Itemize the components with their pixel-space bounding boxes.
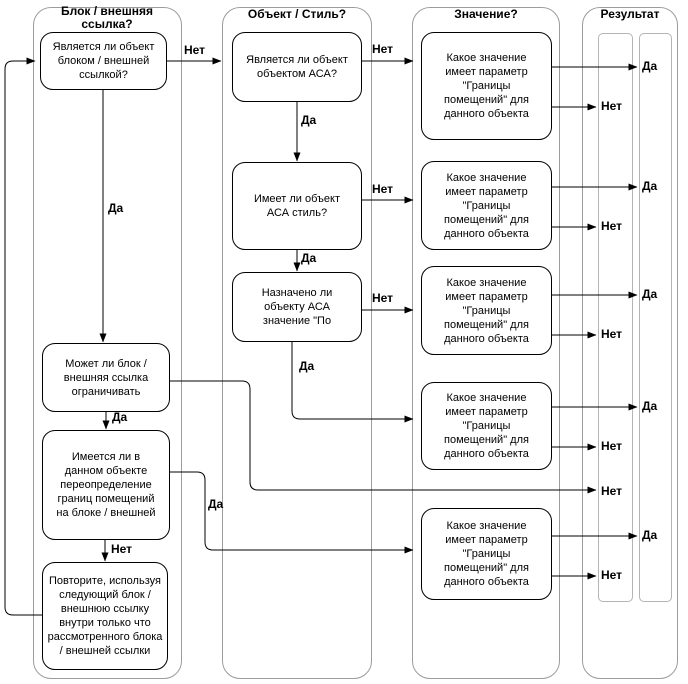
edge-b2-no-result: [170, 380, 597, 494]
result-label: Нет: [601, 484, 623, 498]
result-label: Нет: [601, 568, 623, 582]
decision-is-aca-object: Является ли объект объектом АСА?: [232, 32, 362, 102]
column-result: [582, 7, 678, 679]
edge-label-no: Нет: [372, 291, 394, 305]
value-check-5: Какое значение имеет параметр "Границы п…: [421, 508, 552, 600]
value-check-4: Какое значение имеет параметр "Границы п…: [421, 382, 552, 470]
column-header-value: Значение?: [454, 7, 518, 21]
column-header-object-style: Объект / Стиль?: [247, 7, 347, 21]
edge-b3-yes-bend: [170, 471, 414, 554]
decision-is-block-xref: Является ли объект блоком / внешней ссыл…: [40, 32, 167, 90]
column-value: [412, 7, 560, 679]
result-label: Да: [642, 399, 658, 413]
edge-label-yes: Да: [208, 497, 224, 511]
column-object-style: [222, 7, 372, 679]
edge-b7-yes-bend: [291, 342, 414, 423]
result-label: Да: [642, 179, 658, 193]
decision-value-by-default: Назначено ли объекту АСА значение "По: [232, 272, 362, 342]
column-header-block-xref: Блок / внешняя ссылка?: [61, 4, 153, 31]
result-lane-yes: [639, 33, 672, 602]
result-label: Нет: [601, 439, 623, 453]
result-label: Нет: [601, 327, 623, 341]
edge-label-yes: Да: [299, 359, 315, 373]
result-label: Да: [642, 528, 658, 542]
value-check-3: Какое значение имеет параметр "Границы п…: [421, 266, 552, 355]
decision-has-aca-style: Имеет ли объект АСА стиль?: [232, 162, 362, 250]
edge-label-no: Нет: [111, 542, 133, 556]
edge-label-yes: Да: [108, 201, 124, 215]
edge-label-no: Нет: [372, 182, 394, 196]
result-label: Нет: [601, 99, 623, 113]
decision-can-block-bound: Может ли блок / внешняя ссылка ограничив…: [42, 343, 170, 412]
value-check-2: Какое значение имеет параметр "Границы п…: [421, 161, 552, 250]
decision-has-override: Имеется ли в данном объекте переопределе…: [42, 430, 170, 540]
result-label: Нет: [601, 219, 623, 233]
edge-label-no: Нет: [372, 42, 394, 56]
edge-loop-repeat: [4, 57, 42, 616]
edge-label-yes: Да: [301, 113, 317, 127]
value-check-1: Какое значение имеет параметр "Границы п…: [421, 32, 552, 140]
column-header-result: Результат: [600, 7, 660, 21]
result-lane-no: [598, 33, 633, 602]
edge-label-yes: Да: [112, 410, 128, 424]
edge-label-no: Нет: [184, 43, 206, 57]
process-repeat-next-block: Повторите, используя следующий блок / вн…: [42, 562, 168, 670]
result-label: Да: [642, 59, 658, 73]
edge-label-yes: Да: [301, 251, 317, 265]
column-block-xref: [33, 7, 182, 679]
result-label: Да: [642, 287, 658, 301]
